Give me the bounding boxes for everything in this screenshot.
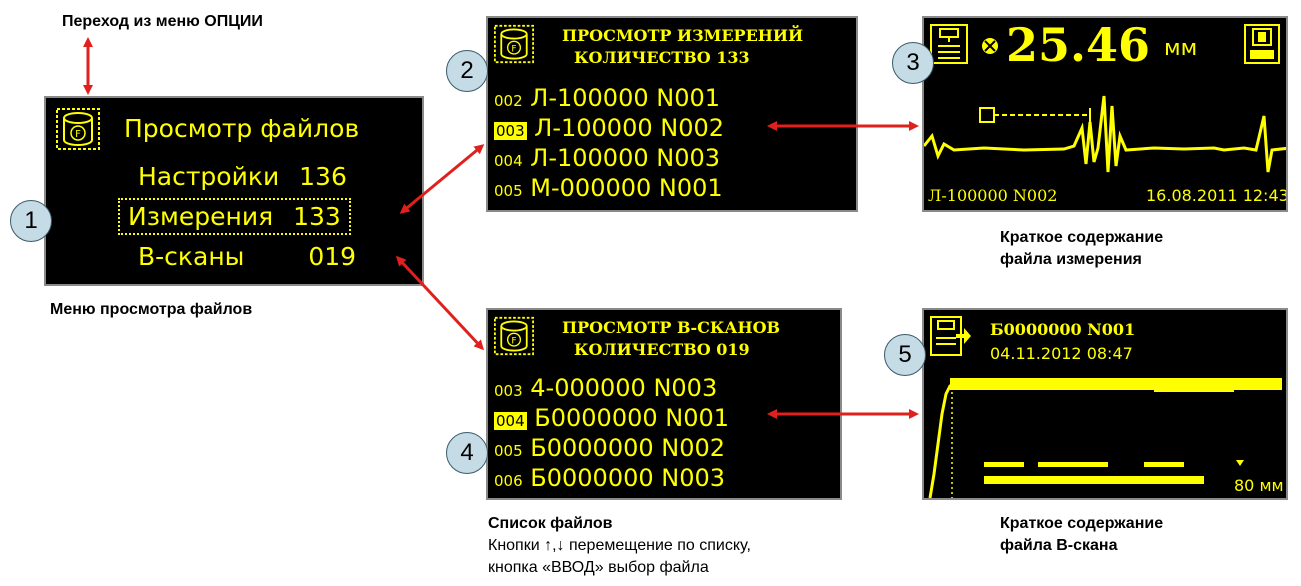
menu-item-label: Настройки bbox=[138, 162, 280, 191]
file-list-hint-2: кнопка «ВВОД» выбор файла bbox=[488, 559, 709, 576]
a-scan-waveform bbox=[924, 95, 1286, 173]
screen-measurement-summary: 25.46 мм Л-100000 N002 16.08.2011 12:43 bbox=[922, 16, 1288, 212]
list-item[interactable]: 006 Б0000000 N003 bbox=[494, 464, 725, 492]
measurement-summary-caption-1: Краткое содержание bbox=[1000, 229, 1164, 246]
database-f-icon: F bbox=[494, 24, 534, 64]
marker-3: 3 bbox=[892, 42, 934, 84]
marker-4: 4 bbox=[446, 432, 488, 474]
menu-item-measurements[interactable]: Измерения 133 bbox=[118, 198, 351, 235]
measurement-file-name: Л-100000 N002 bbox=[928, 186, 1058, 205]
crosshair-icon bbox=[982, 38, 998, 54]
database-f-icon: F bbox=[56, 108, 100, 150]
list-item[interactable]: 005 М-000000 N001 bbox=[494, 174, 723, 202]
screen-measurements-list: F ПРОСМОТР ИЗМЕРЕНИЙ КОЛИЧЕСТВО 133 002 … bbox=[486, 16, 858, 212]
marker-5: 5 bbox=[884, 334, 926, 376]
list-item-name: Б0000000 N001 bbox=[534, 404, 730, 432]
bscan-summary-caption-2: файла В-скана bbox=[1000, 537, 1118, 554]
svg-text:F: F bbox=[511, 336, 516, 346]
screen4-count: КОЛИЧЕСТВО 019 bbox=[574, 340, 750, 359]
menu-item-label: Измерения bbox=[128, 202, 274, 231]
bscan-image bbox=[928, 378, 1282, 498]
screen1-title: Просмотр файлов bbox=[124, 114, 360, 143]
screen2-title: ПРОСМОТР ИЗМЕРЕНИЙ bbox=[562, 26, 804, 45]
list-item-index: 005 bbox=[494, 182, 523, 200]
menu-item-count: 136 bbox=[299, 162, 347, 191]
bscan-export-icon bbox=[930, 316, 971, 356]
list-item-index: 004 bbox=[494, 412, 527, 430]
svg-text:F: F bbox=[75, 129, 81, 140]
probe-icon bbox=[930, 24, 968, 64]
screen2-count: КОЛИЧЕСТВО 133 bbox=[574, 48, 750, 67]
file-list-caption: Список файлов bbox=[488, 515, 613, 532]
list-item-index: 005 bbox=[494, 442, 523, 460]
list-item[interactable]: 005 Б0000000 N002 bbox=[494, 434, 725, 462]
list-item-name: Б0000000 N003 bbox=[530, 464, 726, 492]
bscan-file-name: Б0000000 N001 bbox=[990, 320, 1136, 339]
list-item-selected[interactable]: 003 Л-100000 N002 bbox=[494, 114, 724, 142]
list-item-name: 4-000000 N003 bbox=[530, 374, 718, 402]
menu-item-count: 133 bbox=[293, 202, 341, 231]
list-item[interactable]: 003 4-000000 N003 bbox=[494, 374, 717, 402]
list-item-name: Б0000000 N002 bbox=[530, 434, 726, 462]
list-item-index: 006 bbox=[494, 472, 523, 490]
list-item-index: 003 bbox=[494, 122, 527, 140]
menu-caption: Меню просмотра файлов bbox=[50, 301, 253, 318]
options-transition-caption: Переход из меню ОПЦИИ bbox=[62, 13, 263, 30]
measurement-datetime: 16.08.2011 12:43 bbox=[1146, 186, 1288, 205]
list-item-name: Л-100000 N001 bbox=[530, 84, 720, 112]
marker-1: 1 bbox=[10, 200, 52, 242]
list-item-name: Л-100000 N003 bbox=[530, 144, 720, 172]
list-item-name: М-000000 N001 bbox=[530, 174, 723, 202]
list-item-index: 004 bbox=[494, 152, 523, 170]
menu-item-count: 019 bbox=[308, 242, 357, 271]
list-item-index: 002 bbox=[494, 92, 523, 110]
menu-item-label: В-сканы bbox=[138, 242, 245, 271]
screen-bscans-list: F ПРОСМОТР В-СКАНОВ КОЛИЧЕСТВО 019 003 4… bbox=[486, 308, 842, 500]
marker-2: 2 bbox=[446, 50, 488, 92]
menu-to-bscans-arrow bbox=[395, 255, 485, 351]
screen-bscan-summary: Б0000000 N001 04.11.2012 08:47 80 мм bbox=[922, 308, 1288, 500]
measurement-value: 25.46 bbox=[1006, 18, 1151, 72]
measurement-summary-caption-2: файла измерения bbox=[1000, 251, 1142, 268]
svg-text:F: F bbox=[511, 44, 516, 54]
bscan-depth-label: 80 мм bbox=[1234, 476, 1284, 495]
screen4-title: ПРОСМОТР В-СКАНОВ bbox=[562, 318, 781, 337]
menu-to-measurements-arrow bbox=[399, 144, 485, 214]
list-item-index: 003 bbox=[494, 382, 523, 400]
list-item[interactable]: 004 Л-100000 N003 bbox=[494, 144, 720, 172]
menu-item-bscans[interactable]: В-сканы 019 bbox=[138, 242, 356, 271]
bscan-summary-caption-1: Краткое содержание bbox=[1000, 515, 1164, 532]
list-item-selected[interactable]: 004 Б0000000 N001 bbox=[494, 404, 729, 432]
menu-item-settings[interactable]: Настройки 136 bbox=[138, 162, 347, 191]
measurement-unit: мм bbox=[1164, 36, 1198, 61]
list-item-name: Л-100000 N002 bbox=[534, 114, 724, 142]
bscan-datetime: 04.11.2012 08:47 bbox=[990, 344, 1133, 363]
list-item[interactable]: 002 Л-100000 N001 bbox=[494, 84, 720, 112]
file-list-hint-1: Кнопки ↑,↓ перемещение по списку, bbox=[488, 537, 751, 554]
database-f-icon: F bbox=[494, 316, 534, 356]
save-icon bbox=[1244, 24, 1280, 64]
